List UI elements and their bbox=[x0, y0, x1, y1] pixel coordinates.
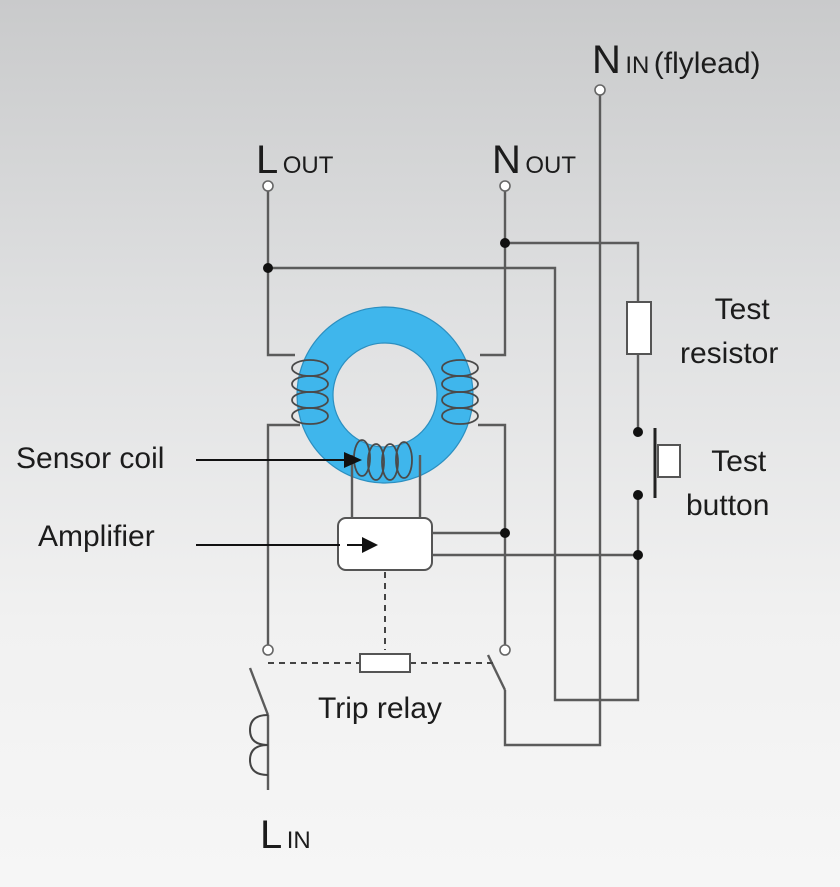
test-button-label-line1: Test bbox=[711, 445, 767, 478]
junction-dots bbox=[263, 238, 643, 560]
wire-l-test-tap bbox=[268, 266, 640, 702]
test-resistor-label: Test resistor bbox=[680, 288, 778, 376]
terminal-n-out-label: N OUT bbox=[492, 140, 576, 180]
test-button-label-line2: button bbox=[686, 489, 770, 522]
primary-winding-right bbox=[441, 359, 479, 425]
circuit-wires bbox=[248, 92, 640, 790]
terminal-n-in-label: N IN (flylead) bbox=[592, 40, 761, 80]
test-button-symbol bbox=[653, 428, 681, 498]
terminal-note: (flylead) bbox=[653, 47, 761, 80]
terminal-l-in-label: L IN bbox=[260, 815, 311, 855]
l-in-coil-symbol bbox=[248, 714, 269, 776]
terminal-letter: L bbox=[260, 813, 283, 857]
primary-winding-left bbox=[291, 359, 329, 425]
terminal-l-out-label: L OUT bbox=[256, 140, 333, 180]
test-resistor-label-line1: Test bbox=[714, 293, 770, 326]
wire-n-in bbox=[503, 92, 602, 747]
wire-n-test-tap bbox=[505, 241, 640, 305]
test-resistor-label-line2: resistor bbox=[680, 337, 779, 370]
test-button-label: Test button bbox=[686, 440, 769, 528]
amplifier-symbol bbox=[337, 517, 433, 571]
amplifier-label: Amplifier bbox=[38, 520, 155, 553]
terminal-sub: IN bbox=[286, 827, 311, 854]
terminal-letter: N bbox=[492, 138, 521, 182]
terminal-letter: N bbox=[592, 38, 621, 82]
trip-relay-label: Trip relay bbox=[318, 692, 442, 725]
wire-l-out bbox=[266, 190, 295, 357]
wire-n-out bbox=[480, 190, 507, 357]
sensor-coil-label: Sensor coil bbox=[16, 442, 165, 475]
terminal-sub: OUT bbox=[525, 152, 577, 179]
trip-relay-symbol bbox=[268, 572, 495, 673]
test-resistor-symbol bbox=[626, 301, 652, 355]
terminal-circles bbox=[262, 84, 606, 656]
terminal-letter: L bbox=[256, 138, 279, 182]
terminal-sub: IN bbox=[625, 52, 650, 79]
terminal-sub: OUT bbox=[282, 152, 334, 179]
label-pointers bbox=[196, 452, 362, 546]
